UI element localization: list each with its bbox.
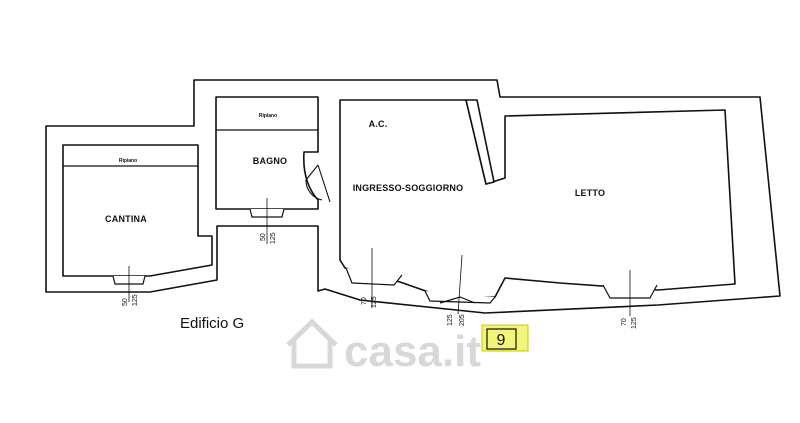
cantina-inner-wall: [62, 144, 213, 277]
watermark-text: casa.it: [344, 327, 481, 376]
dimension-leaders: [128, 198, 631, 316]
building-label: Edificio G: [180, 315, 244, 332]
dim-cantina-h: 125: [132, 294, 139, 306]
ripiano-bands: [63, 129, 318, 167]
room-label-ingresso: INGRESSO-SOGGIORNO: [353, 183, 464, 193]
partition-wall: [465, 99, 495, 185]
room-label-ac: A.C.: [369, 119, 388, 129]
window-niche-ingresso-left: [345, 267, 403, 286]
dim-cantina-w: 50: [122, 298, 129, 306]
room-label-cantina: CANTINA: [105, 214, 147, 224]
entrance-door: [439, 296, 476, 304]
dim-bagno-h: 125: [270, 232, 277, 244]
dim-door-h: 205: [459, 314, 466, 326]
dim-door-w: 125: [447, 314, 454, 326]
ripiano-label-cantina: Ripiano: [119, 158, 137, 164]
room-label-bagno: BAGNO: [253, 156, 288, 166]
ingresso-inner-wall: [339, 99, 736, 298]
dim-letto-h: 125: [631, 317, 638, 329]
room-label-letto: LETTO: [575, 188, 605, 198]
unit-tag-number: 9: [497, 332, 506, 349]
dim-ingresso-h: 125: [371, 296, 378, 308]
ripiano-label-bagno: Ripiano: [259, 113, 277, 119]
door-swing: [305, 164, 331, 203]
house-logo-icon: [286, 318, 338, 369]
dimension-labels: 50 125 50 125 70 125 125 205 70 125: [122, 232, 638, 329]
dim-bagno-w: 50: [260, 233, 267, 241]
dim-letto-w: 70: [621, 318, 628, 326]
watermark: casa.it: [286, 318, 481, 376]
dim-ingresso-w: 70: [361, 297, 368, 305]
unit-tag: 9: [481, 324, 529, 352]
walls: [45, 79, 781, 314]
